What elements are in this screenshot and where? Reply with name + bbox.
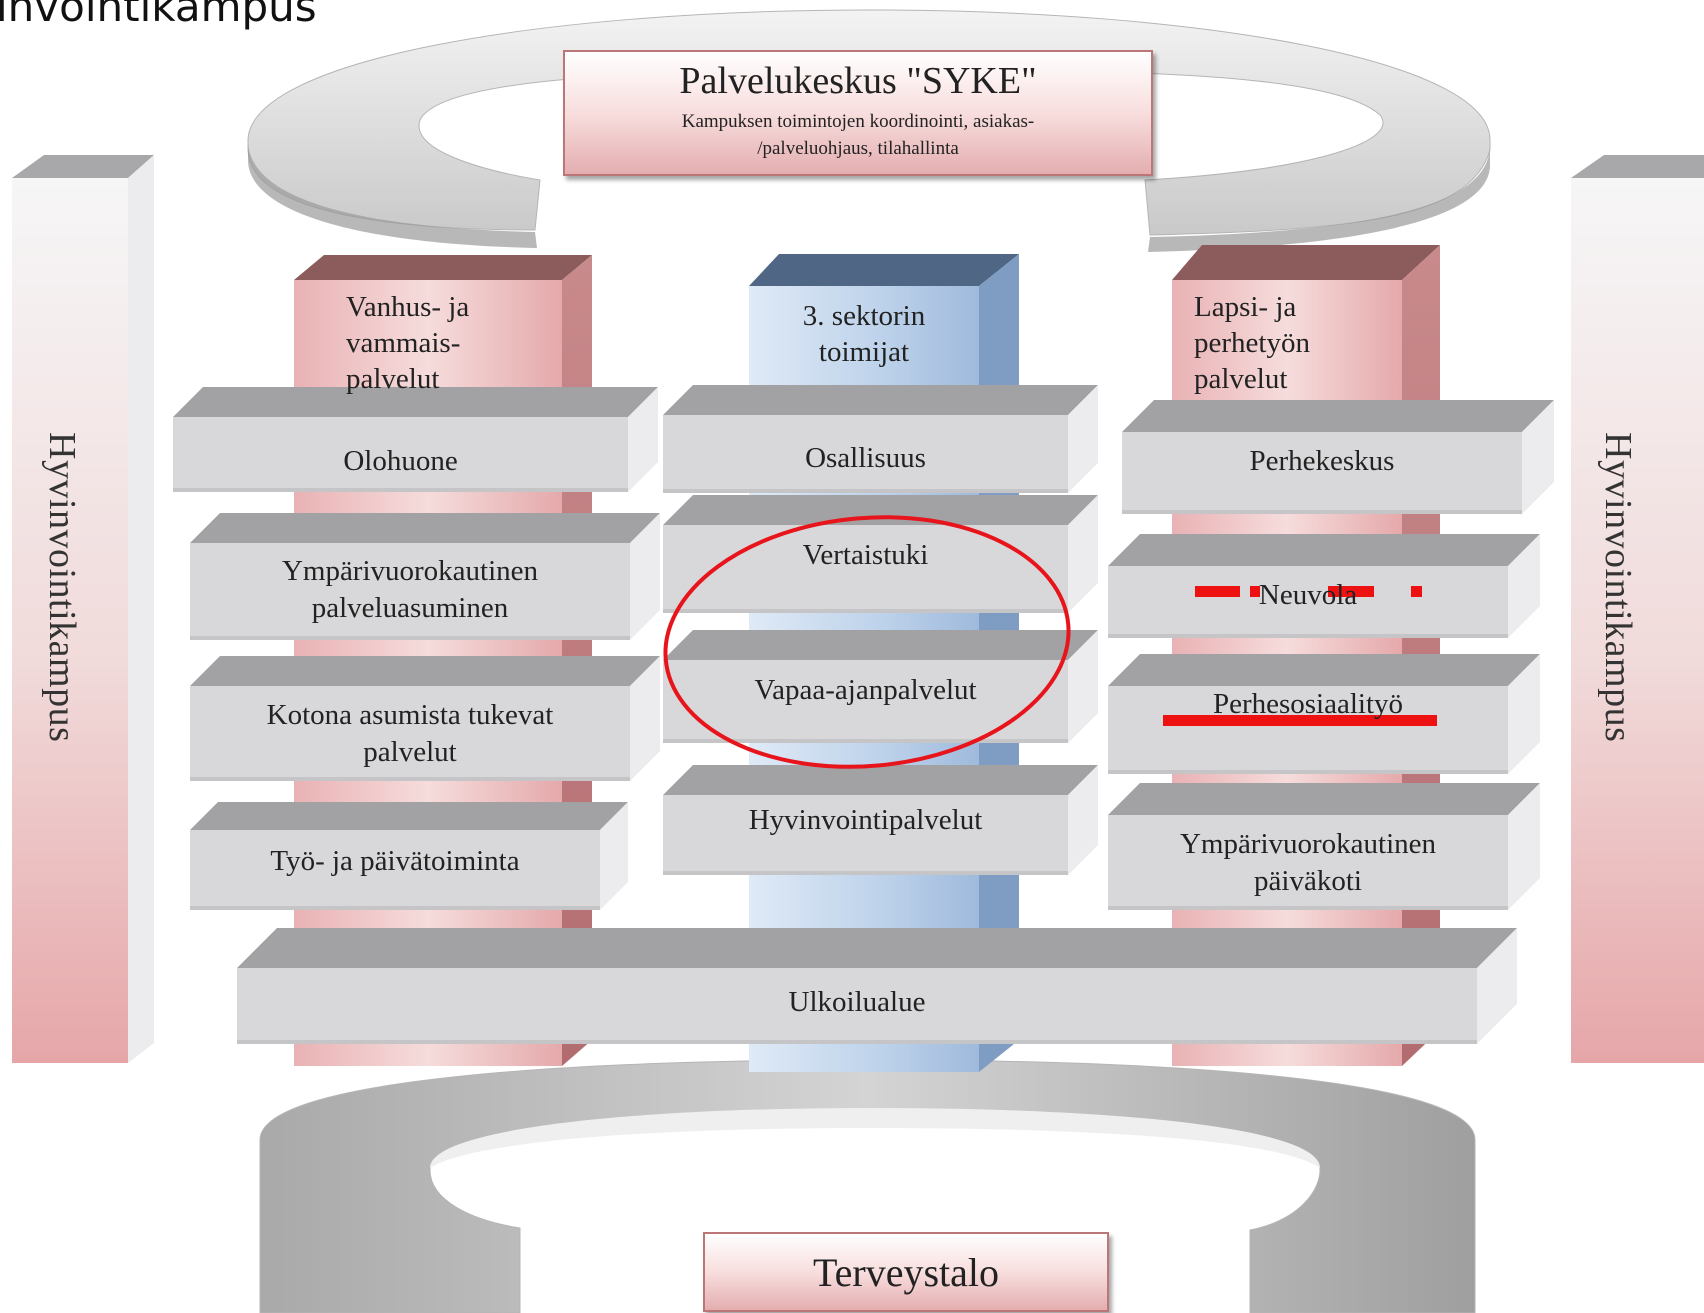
- strike-perhesosiaalityo: [1163, 715, 1437, 726]
- box-perhesosiaalityo: Perhesosiaalityö: [1108, 692, 1508, 732]
- right-pillar-label: Hyvinvointikampus: [1597, 432, 1639, 743]
- left-box-palveluasuminen: [190, 513, 660, 640]
- right-column-heading: Lapsi- ja perhetyön palvelut: [1194, 289, 1310, 397]
- box-ulkoilualue: Ulkoilualue: [237, 970, 1477, 1034]
- palvelukeskus-box: Palvelukeskus "SYKE" Kampuksen toimintoj…: [563, 50, 1153, 176]
- right-side-pillar: [1571, 155, 1704, 1063]
- box-layer: [173, 385, 1554, 1044]
- box-perhekeskus-line1: Perhekeskus: [1249, 444, 1395, 477]
- center-box-osallisuus: [663, 385, 1098, 493]
- right-column-line2: perhetyön: [1194, 327, 1310, 359]
- box-kotona-asumista: Kotona asumista tukevat palvelut: [190, 694, 630, 774]
- terveystalo-label: Terveystalo: [812, 1249, 999, 1295]
- right-column-line3: palvelut: [1194, 363, 1288, 395]
- box-ymparivuorokautinen-palveluasuminen: Ympärivuorokautinen palveluasuminen: [190, 550, 630, 630]
- center-column-heading: 3. sektorin toimijat: [749, 298, 979, 370]
- right-box-paivakoti: [1108, 783, 1540, 910]
- box-neuvola-line1: Neuvola: [1258, 578, 1358, 611]
- palvelukeskus-subtitle-1: Kampuksen toimintojen koordinointi, asia…: [681, 111, 1035, 132]
- box-ymp-paivakoti-line2: päiväkoti: [1254, 865, 1362, 897]
- left-side-pillar: [12, 155, 154, 1063]
- highlight-ellipse: [663, 515, 1071, 769]
- left-box-tyo: [190, 802, 628, 910]
- right-box-neuvola: [1108, 534, 1540, 638]
- box-ymp-palveluasuminen-line1: Ympärivuorokautinen: [281, 555, 539, 587]
- strike-neuvola: [1195, 586, 1422, 597]
- box-vertaistuki: Vertaistuki: [663, 525, 1068, 585]
- center-column-line2: toimijat: [818, 336, 910, 368]
- center-column-line1: 3. sektorin: [802, 300, 926, 332]
- box-neuvola: Neuvola: [1108, 565, 1508, 625]
- right-box-perhekeskus: [1122, 400, 1554, 514]
- box-hyvinvointipalvelut: Hyvinvointipalvelut: [663, 790, 1068, 850]
- left-box-kotona: [190, 656, 660, 781]
- box-ymparivuorokautinen-paivakoti: Ympärivuorokautinen päiväkoti: [1108, 823, 1508, 903]
- terveystalo-box: Terveystalo: [703, 1232, 1109, 1312]
- page-heading: invointikampus: [0, 0, 317, 31]
- left-column-line1: Vanhus- ja: [346, 291, 470, 323]
- box-kotona-line2: palvelut: [363, 736, 457, 768]
- center-box-hyvinvointi: [663, 765, 1098, 875]
- box-hyvinvointipalvelut-line1: Hyvinvointipalvelut: [748, 803, 983, 836]
- box-perhekeskus: Perhekeskus: [1122, 431, 1522, 491]
- left-column-heading: Vanhus- ja vammais- palvelut: [346, 289, 469, 397]
- box-tyo-ja-paivatoiminta: Työ- ja päivätoiminta: [190, 830, 600, 892]
- bottom-ring: [259, 1059, 1476, 1313]
- box-perhesosiaalityo-line1: Perhesosiaalityö: [1212, 692, 1404, 720]
- palvelukeskus-subtitle-2: /palveluohjaus, tilahallinta: [757, 138, 959, 159]
- box-ymp-palveluasuminen-line2: palveluasuminen: [311, 592, 509, 624]
- box-vertaistuki-line1: Vertaistuki: [802, 538, 929, 571]
- left-column-line3: palvelut: [346, 363, 440, 395]
- right-box-perhesosiaalityo: [1108, 654, 1540, 774]
- box-olohuone-line1: Olohuone: [343, 444, 458, 477]
- box-osallisuus: Osallisuus: [663, 428, 1068, 488]
- base-box-ulkoilualue: [237, 928, 1517, 1044]
- palvelukeskus-title: Palvelukeskus "SYKE": [679, 60, 1037, 102]
- left-pillar-label: Hyvinvointikampus: [41, 432, 83, 743]
- box-kotona-line1: Kotona asumista tukevat: [266, 699, 554, 731]
- box-osallisuus-line1: Osallisuus: [805, 441, 926, 474]
- left-box-olohuone: [173, 387, 658, 492]
- right-column-line1: Lapsi- ja: [1194, 291, 1297, 323]
- top-ring: [247, 9, 1491, 252]
- box-vapaa-ajanpalvelut: Vapaa-ajanpalvelut: [663, 660, 1068, 720]
- box-ymp-paivakoti-line1: Ympärivuorokautinen: [1179, 828, 1437, 860]
- box-ulkoilualue-line1: Ulkoilualue: [788, 985, 926, 1018]
- box-vapaa-line1: Vapaa-ajanpalvelut: [754, 673, 977, 706]
- left-column-line2: vammais-: [346, 327, 461, 359]
- box-tyo-line1: Työ- ja päivätoiminta: [270, 844, 520, 877]
- box-olohuone: Olohuone: [173, 430, 628, 492]
